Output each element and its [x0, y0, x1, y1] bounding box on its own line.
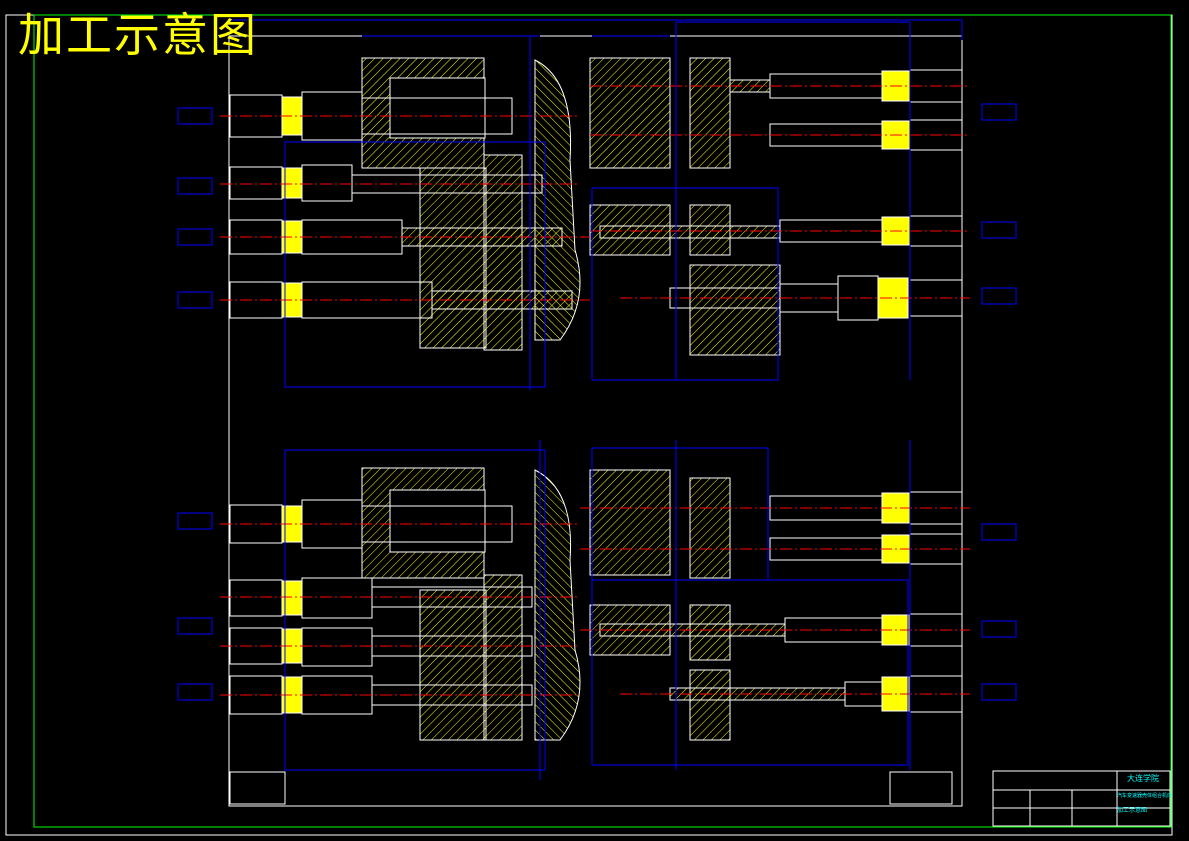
title-block-drawing-name: 汽车变速器壳体组合机床 — [1117, 793, 1173, 799]
top-left-fixture — [361, 57, 581, 351]
top-right-workpiece — [589, 57, 781, 356]
right-tool-tags — [981, 103, 1017, 701]
title-block-grid — [992, 770, 1171, 827]
inner-frame — [33, 14, 1172, 828]
left-tool-tags — [177, 107, 213, 701]
top-dimension-lines — [229, 19, 963, 40]
stroke-dimensions — [284, 22, 911, 780]
title-block-organization: 大连学院 — [1127, 774, 1159, 783]
bottom-small-boxes — [229, 771, 953, 805]
drawing-title: 加工示意图 — [18, 8, 258, 62]
title-block: 大连学院 汽车变速器壳体组合机床 加工示意图 — [993, 771, 1173, 826]
title-block-drawing-type: 加工示意图 — [1117, 807, 1148, 814]
outer-border — [5, 14, 1173, 836]
center-lines — [220, 85, 970, 696]
bottom-left-fixture — [361, 467, 581, 741]
